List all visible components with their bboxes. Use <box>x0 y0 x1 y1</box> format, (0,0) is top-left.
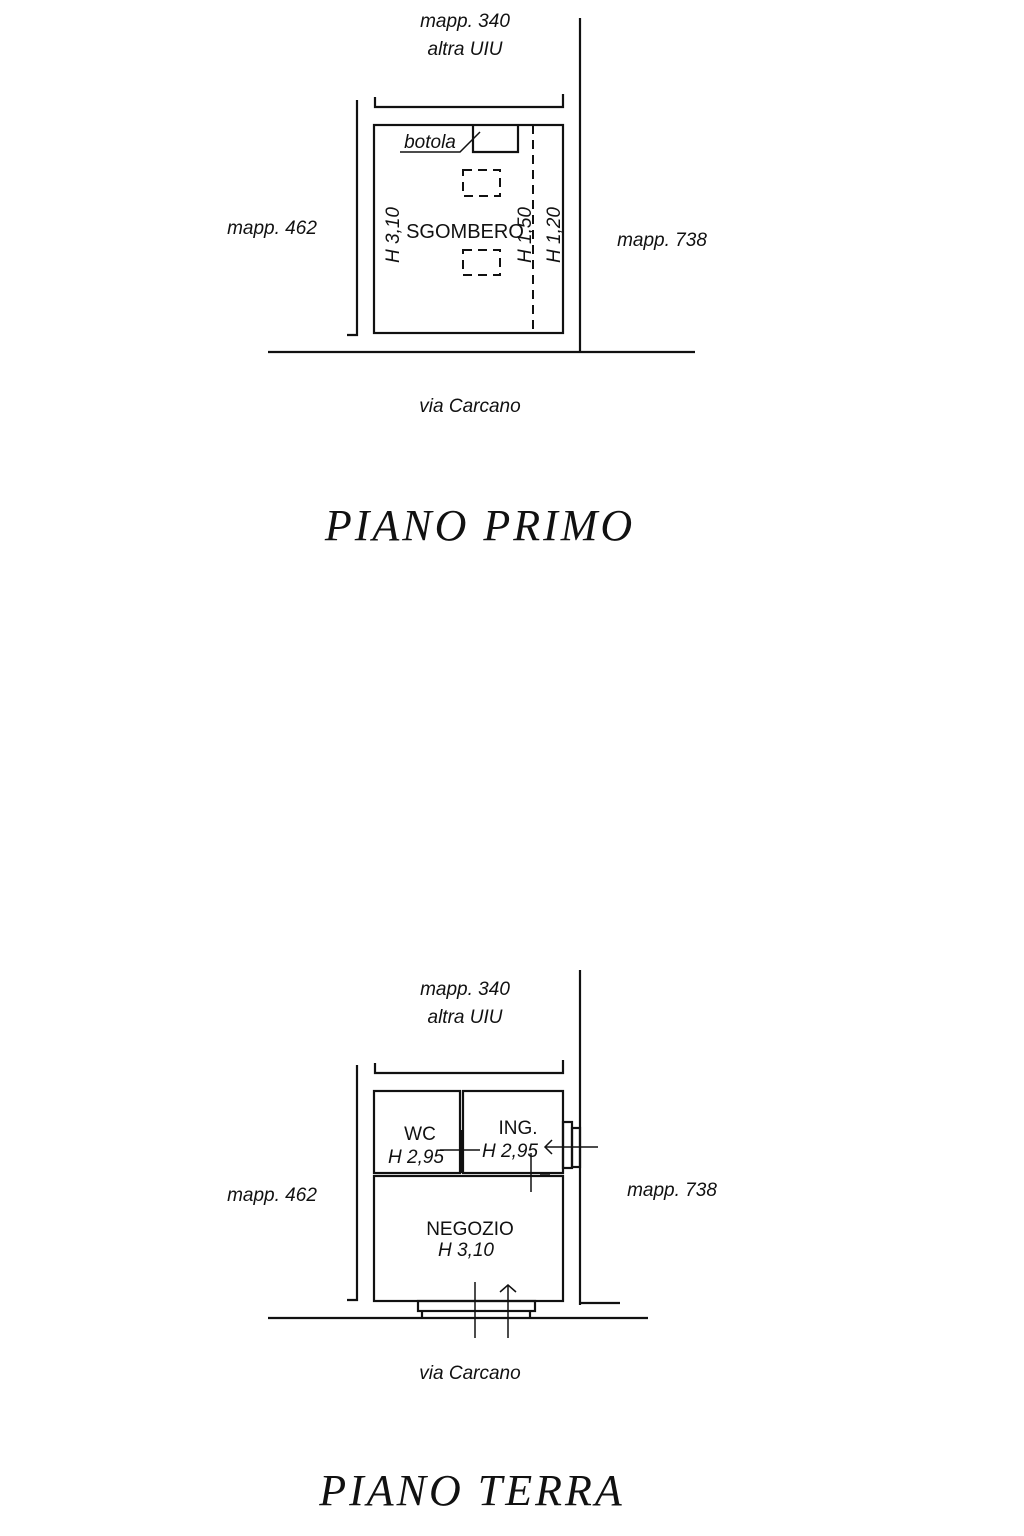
height-label-ingresso: H 2,95 <box>482 1141 538 1162</box>
botola-label: botola <box>404 132 456 153</box>
height-label-3: H 1,20 <box>544 207 565 263</box>
room-label-sgombero: SGOMBERO <box>406 221 524 243</box>
north-wall-bracket <box>373 94 565 109</box>
north-wall-bracket <box>373 1060 565 1075</box>
north-label-altra-uiu: altra UIU <box>428 1007 503 1028</box>
plan-piano-terra: mapp. 340 altra UIU WC H 2,95 ING. H 2,9… <box>227 970 717 1515</box>
shop-entrance-arrow-icon <box>499 1284 517 1293</box>
botola-leader <box>400 131 481 153</box>
height-label-1: H 3,10 <box>383 207 404 263</box>
botola-hatch <box>471 125 520 154</box>
plan-piano-primo: mapp. 340 altra UIU botola SGOMBERO H 3,… <box>227 11 707 550</box>
entrance-arrow-icon <box>543 1139 553 1155</box>
height-label-wc: H 2,95 <box>388 1147 444 1168</box>
room-sgombero <box>372 123 565 335</box>
west-label-mapp-462: mapp. 462 <box>227 1185 317 1206</box>
height-label-2: H 1,50 <box>515 207 536 263</box>
north-label-altra-uiu: altra UIU <box>428 39 503 60</box>
plan-title-piano-terra: PIANO TERRA <box>318 1466 625 1515</box>
west-label-mapp-462: mapp. 462 <box>227 218 317 239</box>
street-label: via Carcano <box>419 1363 520 1384</box>
room-label-ingresso: ING. <box>498 1118 537 1139</box>
north-label-mapp-340: mapp. 340 <box>420 979 510 1000</box>
skylight-1 <box>462 169 501 197</box>
skylight-2 <box>462 249 501 276</box>
east-label-mapp-738: mapp. 738 <box>617 230 707 251</box>
north-label-mapp-340: mapp. 340 <box>420 11 510 32</box>
west-boundary-line <box>347 100 359 337</box>
entrance-door-jamb <box>561 1120 574 1170</box>
east-label-mapp-738: mapp. 738 <box>627 1180 717 1201</box>
room-label-negozio: NEGOZIO <box>426 1219 514 1240</box>
plan-title-piano-primo: PIANO PRIMO <box>324 501 635 550</box>
room-wc <box>372 1089 462 1175</box>
street-label: via Carcano <box>419 396 520 417</box>
height-label-negozio: H 3,10 <box>438 1240 494 1261</box>
shop-entrance-step <box>416 1299 537 1313</box>
west-boundary-line <box>347 1065 359 1302</box>
room-label-wc: WC <box>404 1124 436 1145</box>
